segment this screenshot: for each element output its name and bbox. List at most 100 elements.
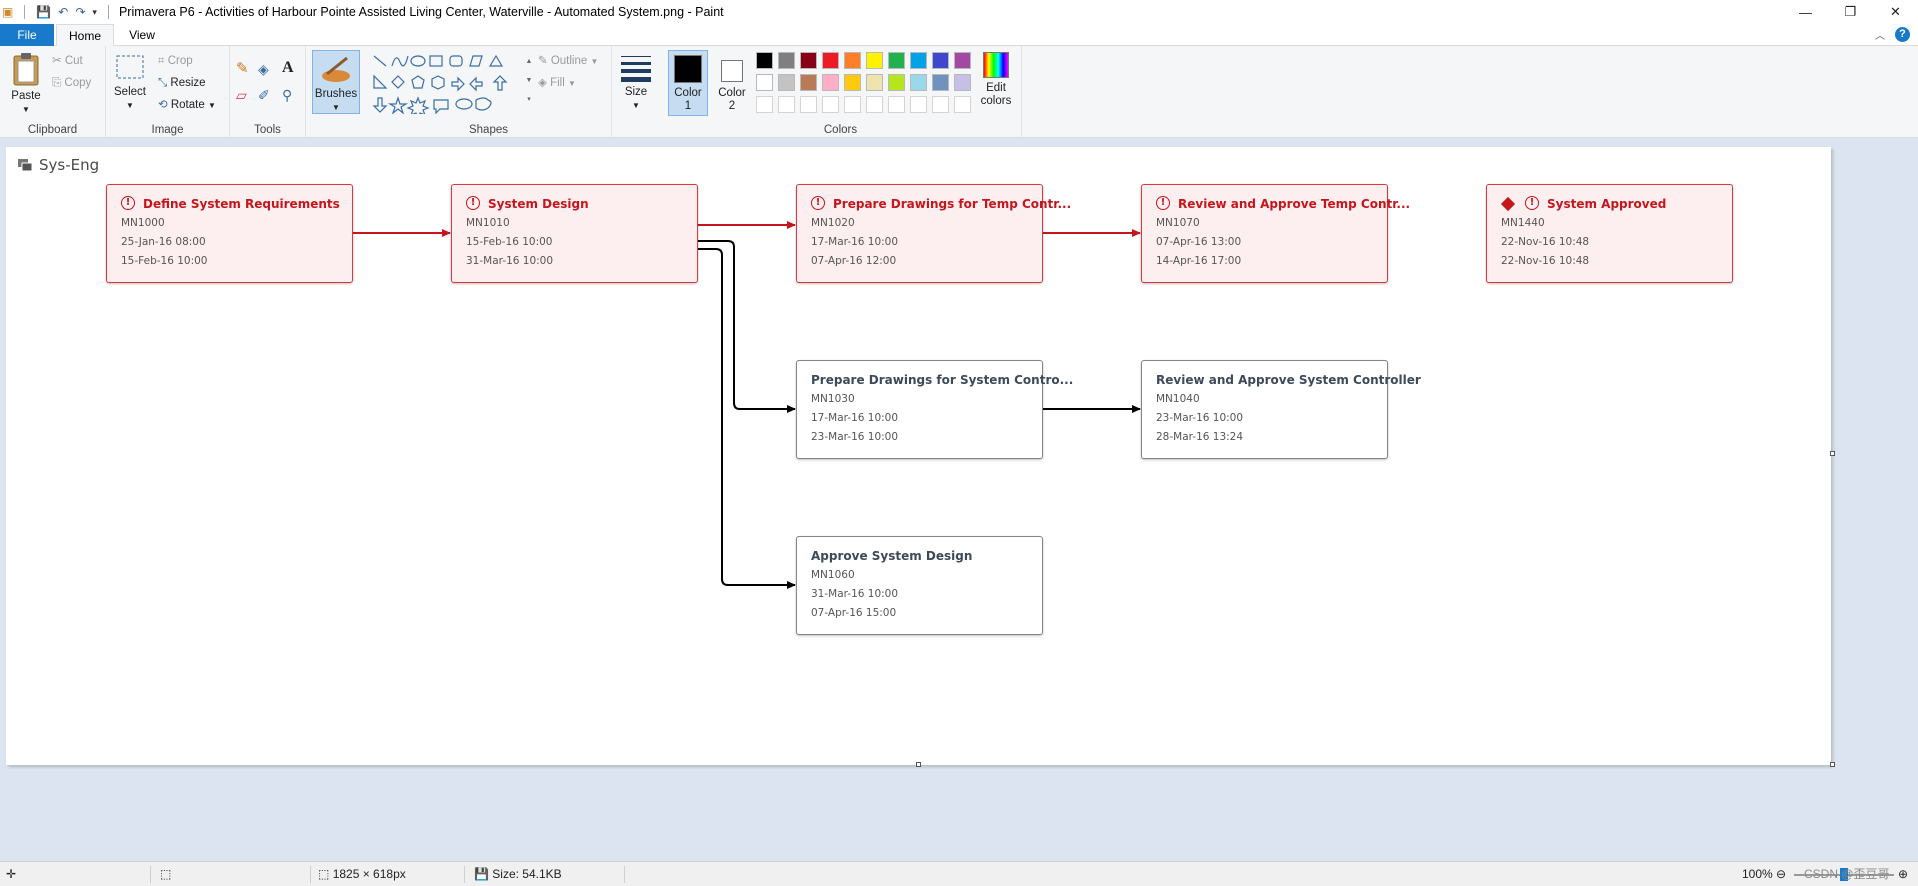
resize-handle-right[interactable] <box>1830 451 1835 456</box>
help-icon[interactable]: ? <box>1895 27 1910 42</box>
palette-swatch[interactable] <box>756 52 773 69</box>
activity-id: MN1040 <box>1156 393 1200 405</box>
palette-swatch[interactable] <box>954 52 971 69</box>
palette-swatch[interactable] <box>866 52 883 69</box>
custom-color-slot[interactable] <box>932 96 949 113</box>
palette-swatch[interactable] <box>800 74 817 91</box>
activity-name: System Design <box>488 197 589 211</box>
paint-app-icon[interactable]: ▣ <box>2 5 14 19</box>
zoom-slider-thumb[interactable] <box>1840 868 1848 881</box>
relationship-lines <box>353 221 1141 589</box>
resize-handle-corner[interactable] <box>1830 762 1835 767</box>
paste-button[interactable]: Paste ▼ <box>8 52 44 116</box>
minimize-button[interactable]: — <box>1799 4 1812 20</box>
palette-swatch[interactable] <box>778 52 795 69</box>
palette-swatch[interactable] <box>778 74 795 91</box>
activity-id: MN1060 <box>811 569 855 581</box>
outline-button[interactable]: ✎ Outline ▼ <box>538 52 598 70</box>
palette-swatch[interactable] <box>756 74 773 91</box>
activity-finish: 14-Apr-16 17:00 <box>1156 255 1242 267</box>
tab-view[interactable]: View <box>129 28 155 42</box>
palette-swatch[interactable] <box>866 74 883 91</box>
fill-button[interactable]: ◈ Fill ▼ <box>538 74 576 92</box>
customize-qat-icon[interactable]: ▾ <box>92 7 97 17</box>
custom-color-slot[interactable] <box>866 96 883 113</box>
crop-button[interactable]: ⌗ Crop <box>158 52 193 70</box>
magnifier-icon[interactable]: ⚲ <box>282 87 293 103</box>
color1-button[interactable]: Color 1 <box>668 50 708 116</box>
custom-color-slot[interactable] <box>844 96 861 113</box>
color1-swatch <box>674 55 702 83</box>
palette-swatch[interactable] <box>910 52 927 69</box>
color2-button[interactable]: Color 2 <box>712 50 752 116</box>
tools-group: ✎ ◈ A ▱ ✐ ⚲ Tools <box>230 46 306 138</box>
palette-swatch[interactable] <box>800 52 817 69</box>
palette-swatch[interactable] <box>954 74 971 91</box>
size-button[interactable]: Size ▼ <box>618 54 654 112</box>
brushes-button[interactable]: Brushes ▼ <box>312 50 360 114</box>
undo-icon[interactable]: ↶ <box>58 5 69 19</box>
custom-color-slot[interactable] <box>800 96 817 113</box>
activity-start: 17-Mar-16 10:00 <box>811 412 899 424</box>
activity-name: Review and Approve System Controller <box>1156 373 1421 387</box>
zoom-out-button[interactable]: ⊖ <box>1776 867 1787 881</box>
critical-warning-icon: ! <box>466 196 480 210</box>
shapes-group-label: Shapes <box>468 124 508 136</box>
rotate-button[interactable]: ⟲ Rotate ▼ <box>158 96 216 114</box>
palette-swatch[interactable] <box>932 52 949 69</box>
tab-file[interactable]: File <box>0 24 54 46</box>
tab-home[interactable]: Home <box>56 24 114 46</box>
palette-swatch[interactable] <box>888 52 905 69</box>
shapes-gallery[interactable] <box>372 54 522 114</box>
edit-colors-button[interactable]: Edit colors <box>974 52 1018 108</box>
size-label: Size <box>624 86 648 98</box>
resize-button[interactable]: ⤡ Resize <box>158 74 206 92</box>
copy-button[interactable]: ⎘ Copy <box>52 74 91 92</box>
custom-color-slot[interactable] <box>778 96 795 113</box>
color-picker-icon[interactable]: ✐ <box>258 87 270 103</box>
rotate-icon: ⟲ <box>158 99 168 111</box>
text-icon[interactable]: A <box>282 59 294 76</box>
custom-color-slot[interactable] <box>888 96 905 113</box>
wbs-header: Sys-Eng <box>17 156 99 174</box>
outline-icon: ✎ <box>538 55 548 67</box>
activity-start: 15-Feb-16 10:00 <box>466 236 553 248</box>
palette-swatch[interactable] <box>932 74 949 91</box>
palette-swatch[interactable] <box>910 74 927 91</box>
custom-color-slot[interactable] <box>954 96 971 113</box>
palette-swatch[interactable] <box>844 52 861 69</box>
colors-group: Color 1 Color 2 Edit colors Colors <box>660 46 1022 138</box>
custom-color-slot[interactable] <box>756 96 773 113</box>
minimize-ribbon-icon[interactable]: ︿ <box>1875 31 1885 42</box>
chevron-down-icon: ▼ <box>207 101 216 110</box>
fill-bucket-icon[interactable]: ◈ <box>258 61 269 77</box>
custom-color-slot[interactable] <box>822 96 839 113</box>
resize-handle-bottom[interactable] <box>916 762 921 767</box>
cut-button[interactable]: ✂ Cut <box>52 52 83 70</box>
save-icon[interactable]: 💾 <box>36 5 52 19</box>
redo-icon[interactable]: ↷ <box>75 5 86 19</box>
maximize-button[interactable]: ❐ <box>1844 4 1857 19</box>
palette-swatch[interactable] <box>844 74 861 91</box>
close-button[interactable]: ✕ <box>1890 4 1901 19</box>
palette-swatch[interactable] <box>888 74 905 91</box>
outline-label: Outline <box>550 55 588 67</box>
palette-swatch[interactable] <box>822 74 839 91</box>
select-button[interactable]: Select ▼ <box>112 52 148 112</box>
activity-finish: 15-Feb-16 10:00 <box>121 255 208 267</box>
custom-color-slot[interactable] <box>910 96 927 113</box>
pencil-icon[interactable]: ✎ <box>236 60 249 77</box>
eraser-icon[interactable]: ▱ <box>236 87 247 103</box>
palette-swatch[interactable] <box>822 52 839 69</box>
chevron-down-icon: ▼ <box>590 57 599 66</box>
copy-label: Copy <box>64 77 92 89</box>
zoom-in-button[interactable]: ⊕ <box>1898 867 1909 881</box>
shapes-scroll[interactable]: ▲▼▾ <box>525 58 533 103</box>
rotate-label: Rotate <box>170 99 205 111</box>
activity-box: !Prepare Drawings for Temp Contr...MN102… <box>796 184 1071 283</box>
